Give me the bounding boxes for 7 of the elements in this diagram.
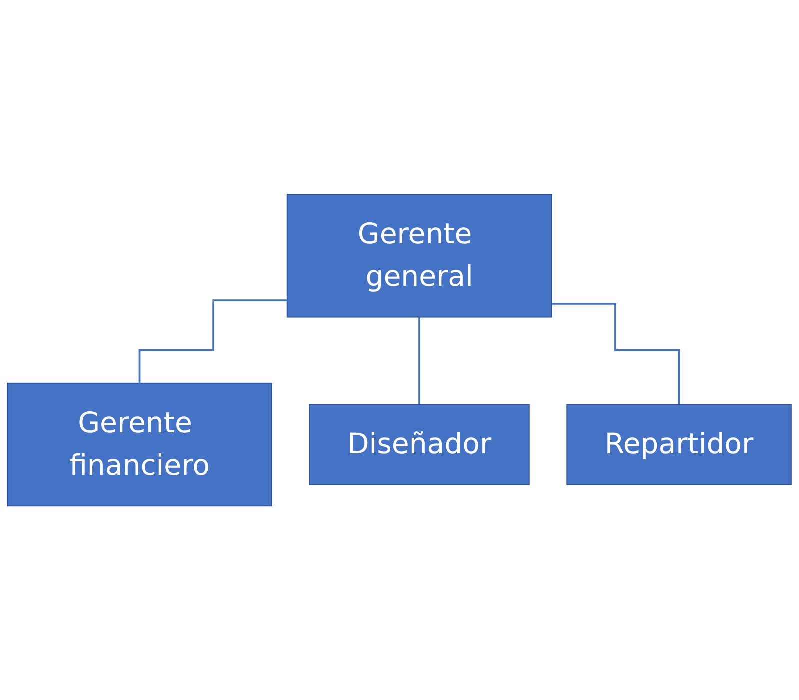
connector (418, 316, 420, 406)
connector (138, 299, 288, 384)
connector (552, 302, 680, 406)
node-box: Diseñador (309, 404, 530, 486)
node-box: Repartidor (566, 404, 792, 486)
node-box: Gerente financiero (7, 382, 272, 506)
node-box: Gerente general (286, 194, 552, 318)
